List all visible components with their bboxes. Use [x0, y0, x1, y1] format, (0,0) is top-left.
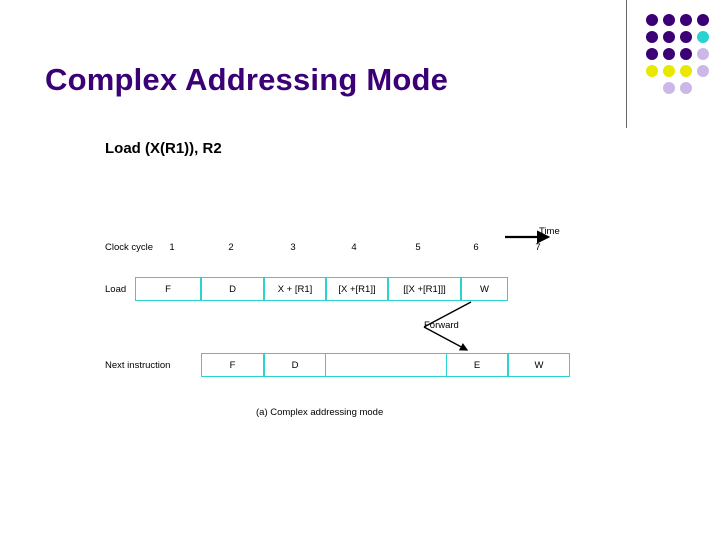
decorative-dot [663, 65, 675, 77]
pipeline-cell-load-f: F [135, 277, 201, 301]
clock-number-1: 1 [169, 242, 175, 253]
pipeline-cell-next-stall [326, 353, 461, 377]
decorative-dot [663, 82, 675, 94]
pipeline-cell-load-x-r1: X + [R1] [264, 277, 326, 301]
decorative-dot [680, 48, 692, 60]
row-label-load: Load [105, 284, 127, 295]
decorative-dot [646, 48, 658, 60]
decorative-dot [646, 14, 658, 26]
decorative-dot [663, 48, 675, 60]
row-label-next-instruction: Next instruction [105, 360, 171, 371]
pipeline-cell-next-d: D [264, 353, 326, 377]
pipeline-cell-load-d: D [201, 277, 264, 301]
pipeline-cell-next-w: W [508, 353, 570, 377]
decorative-dot [663, 14, 675, 26]
vertical-divider-rule [626, 0, 627, 128]
decorative-dot [697, 31, 709, 43]
pipeline-cell-load-mem1: [X +[R1]] [326, 277, 388, 301]
decorative-dot [663, 31, 675, 43]
decorative-dot [697, 14, 709, 26]
decorative-dot [680, 65, 692, 77]
decorative-dot [680, 14, 692, 26]
figure-caption: (a) Complex addressing mode [256, 407, 384, 418]
clock-cycle-label: Clock cycle [105, 242, 154, 253]
decorative-dot [646, 31, 658, 43]
instruction-text: Load (X(R1)), R2 [105, 140, 222, 157]
decorative-dot-grid [646, 14, 710, 114]
decorative-dot [680, 31, 692, 43]
pipeline-cell-next-e: E [446, 353, 508, 377]
clock-number-7: 7 [535, 242, 541, 253]
decorative-dot [697, 48, 709, 60]
clock-number-2: 2 [228, 242, 234, 253]
clock-number-4: 4 [351, 242, 357, 253]
clock-number-5: 5 [415, 242, 421, 253]
clock-number-6: 6 [473, 242, 479, 253]
time-axis-label: Time [539, 226, 560, 237]
decorative-dot [680, 82, 692, 94]
pipeline-cell-load-mem2: [[X +[R1]]] [388, 277, 461, 301]
pipeline-cell-load-w: W [461, 277, 508, 301]
decorative-dot [646, 65, 658, 77]
forward-label: Forward [424, 320, 459, 331]
page-title: Complex Addressing Mode [45, 62, 449, 97]
decorative-dot [697, 65, 709, 77]
pipeline-cell-next-f: F [201, 353, 264, 377]
clock-number-3: 3 [290, 242, 296, 253]
